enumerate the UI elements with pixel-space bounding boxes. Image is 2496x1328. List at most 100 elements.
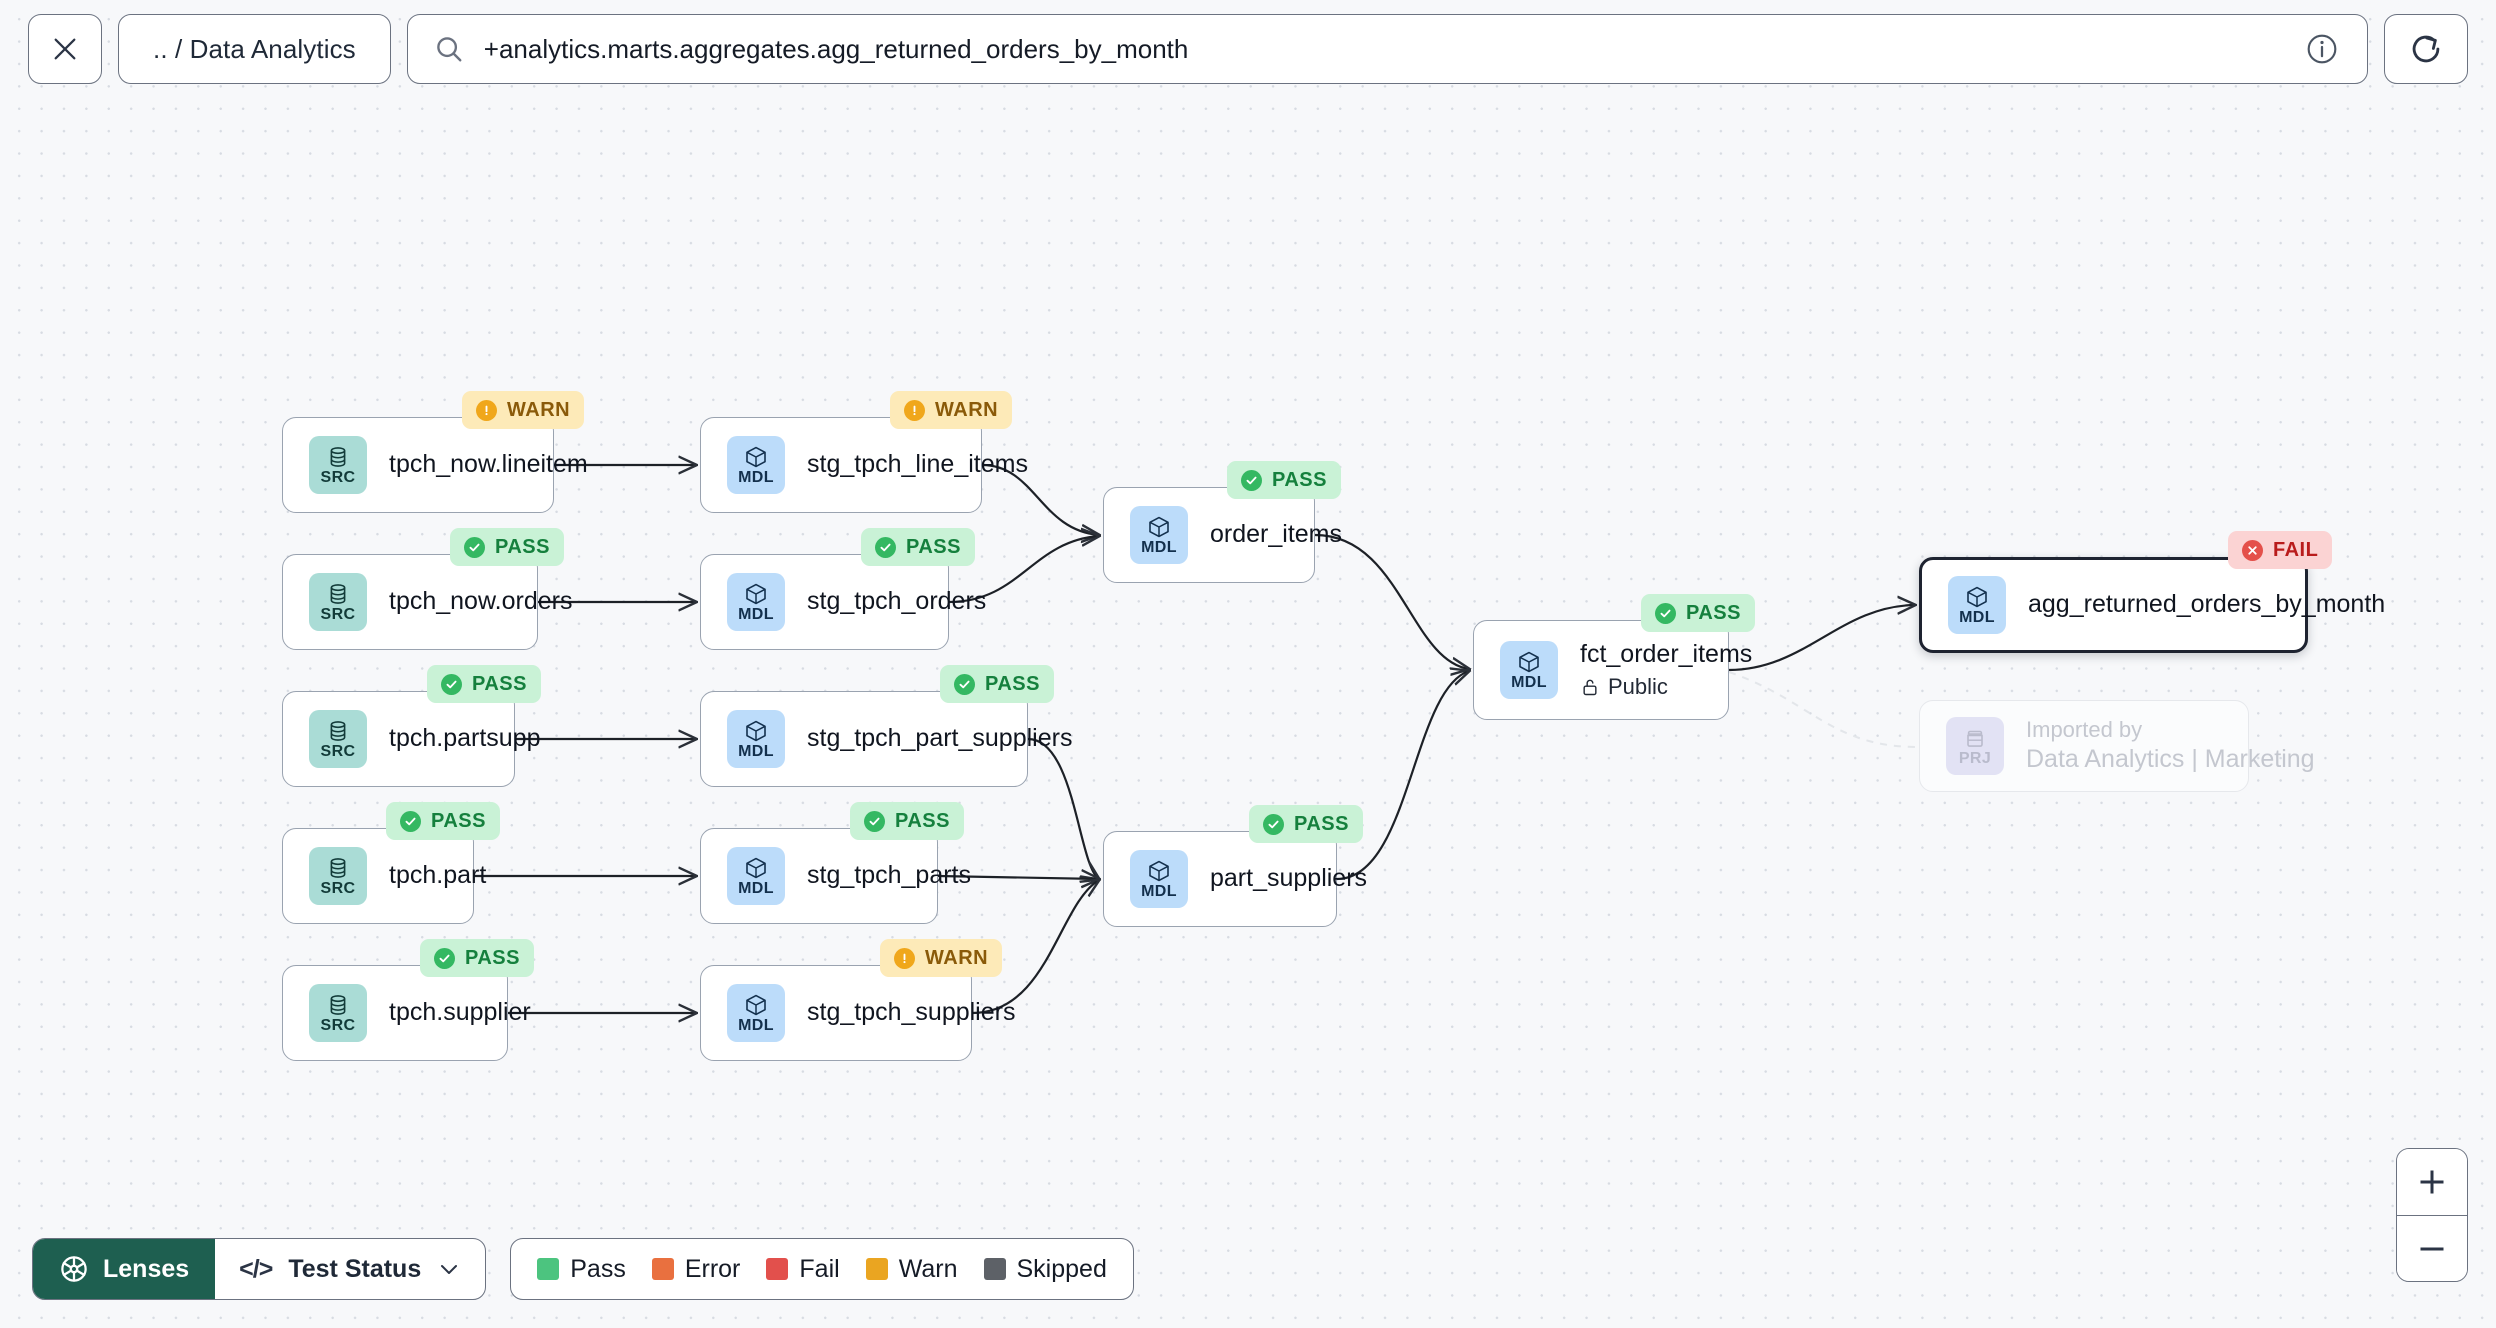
- node-type-badge-mdl: MDL: [1500, 641, 1558, 699]
- status-badge-label: PASS: [495, 535, 550, 558]
- x-circle-icon: [2242, 539, 2263, 561]
- search-bar[interactable]: +analytics.marts.aggregates.agg_returned…: [406, 14, 2368, 84]
- status-badge-agg_returned_orders_by_month[interactable]: FAIL: [2228, 531, 2333, 569]
- node-type-badge-mdl: MDL: [1948, 576, 2006, 634]
- node-type-label: SRC: [320, 879, 356, 897]
- legend-item-warn[interactable]: Warn: [865, 1255, 958, 1284]
- node-text: stg_tpch_part_suppliers: [807, 724, 1072, 754]
- node-type-label: MDL: [738, 879, 774, 897]
- node-label: agg_returned_orders_by_month: [2028, 590, 2386, 619]
- status-badge-label: PASS: [1294, 812, 1349, 835]
- node-type-badge-mdl: MDL: [1130, 506, 1188, 564]
- search-input[interactable]: +analytics.marts.aggregates.agg_returned…: [483, 33, 1189, 64]
- node-sublabel-text: Public: [1608, 673, 1668, 699]
- status-badge-fct_order_items[interactable]: PASS: [1641, 594, 1755, 632]
- node-text: part_suppliers: [1210, 864, 1367, 894]
- lineage-node-stg_tpch_parts[interactable]: MDL stg_tpch_parts: [700, 828, 971, 924]
- status-badge-tpch_partsupp[interactable]: PASS: [427, 665, 541, 703]
- check-circle-icon: [1263, 813, 1284, 835]
- warning-circle-icon: [894, 947, 915, 969]
- close-button[interactable]: [28, 14, 102, 84]
- node-toplabel: Imported by: [2026, 717, 2143, 743]
- aperture-icon: [61, 1256, 87, 1282]
- database-icon: [330, 994, 346, 1015]
- lineage-node-tpch_partsupp[interactable]: SRC tpch.partsupp: [282, 691, 541, 787]
- unlock-icon: [1583, 679, 1597, 695]
- lineage-node-tpch_now_lineitem[interactable]: SRC tpch_now.lineitem: [282, 417, 588, 513]
- test-status-dropdown[interactable]: </> Test Status: [215, 1239, 485, 1299]
- legend-swatch: [983, 1258, 1006, 1280]
- legend-item-pass[interactable]: Pass: [537, 1255, 626, 1284]
- status-badge-tpch_now_lineitem[interactable]: WARN: [462, 391, 585, 429]
- node-type-badge-mdl: MDL: [727, 847, 785, 905]
- status-badge-stg_tpch_orders[interactable]: PASS: [861, 528, 975, 566]
- status-badge-tpch_supplier[interactable]: PASS: [420, 939, 534, 977]
- node-type-label: MDL: [738, 1016, 774, 1034]
- database-icon: [330, 446, 346, 467]
- check-circle-icon-glyph: [869, 817, 880, 825]
- node-text: tpch.supplier: [389, 998, 531, 1028]
- node-type-label: SRC: [320, 742, 356, 760]
- lineage-node-agg_returned_orders_by_month[interactable]: MDL agg_returned_orders_by_month: [1919, 557, 2386, 653]
- node-type-badge-prj: PRJ: [1946, 717, 2004, 775]
- status-badge-order_items[interactable]: PASS: [1227, 461, 1341, 499]
- x-circle-icon-glyph: [2248, 545, 2257, 555]
- status-badge-stg_tpch_suppliers[interactable]: WARN: [880, 939, 1003, 977]
- check-circle-icon-glyph: [469, 543, 480, 551]
- status-badge-part_suppliers[interactable]: PASS: [1249, 805, 1363, 843]
- status-badge-label: PASS: [1272, 468, 1327, 491]
- node-type-badge-mdl: MDL: [727, 984, 785, 1042]
- breadcrumb[interactable]: .. / Data Analytics: [118, 14, 391, 84]
- status-badge-stg_tpch_part_suppliers[interactable]: PASS: [940, 665, 1054, 703]
- legend-item-fail[interactable]: Fail: [766, 1255, 840, 1284]
- node-type-label: MDL: [738, 605, 774, 623]
- info-icon[interactable]: [2305, 32, 2339, 66]
- zoom-in-button[interactable]: [2397, 1149, 2467, 1215]
- zoom-out-button[interactable]: [2397, 1215, 2467, 1281]
- node-text: stg_tpch_parts: [807, 861, 971, 891]
- check-circle-icon: [875, 536, 896, 558]
- cube-icon: [746, 446, 766, 467]
- node-text: agg_returned_orders_by_month: [2028, 590, 2386, 620]
- status-badge-tpch_part[interactable]: PASS: [386, 802, 500, 840]
- status-badge-stg_tpch_parts[interactable]: PASS: [850, 802, 964, 840]
- status-badge-stg_tpch_line_items[interactable]: WARN: [890, 391, 1013, 429]
- status-badge-label: WARN: [507, 398, 571, 421]
- legend-label: Skipped: [1016, 1254, 1107, 1283]
- database-icon: [330, 720, 346, 741]
- node-label: tpch.partsupp: [389, 724, 541, 753]
- refresh-button[interactable]: [2384, 14, 2468, 84]
- node-text: tpch.partsupp: [389, 724, 541, 754]
- warning-circle-icon-glyph: [903, 953, 906, 963]
- check-circle-icon-glyph: [1246, 476, 1257, 484]
- legend-item-skipped[interactable]: Skipped: [983, 1254, 1107, 1284]
- lenses-button[interactable]: Lenses: [33, 1239, 216, 1299]
- node-type-badge-src: SRC: [309, 436, 367, 494]
- legend-label: Error: [684, 1254, 741, 1283]
- legend-item-error[interactable]: Error: [651, 1254, 741, 1284]
- minus-icon: [2420, 1247, 2444, 1250]
- status-badge-tpch_now_orders[interactable]: PASS: [450, 528, 564, 566]
- node-label: tpch_now.lineitem: [389, 450, 588, 479]
- status-badge-label: PASS: [906, 535, 961, 558]
- cube-icon: [746, 720, 766, 741]
- bottom-toolbar: Lenses </> Test Status Pass Error Fail Warn…: [32, 1238, 1134, 1300]
- node-label: tpch.supplier: [389, 998, 531, 1027]
- check-circle-icon: [1241, 469, 1262, 491]
- legend-label: Pass: [570, 1254, 626, 1283]
- node-label: stg_tpch_line_items: [807, 450, 1028, 479]
